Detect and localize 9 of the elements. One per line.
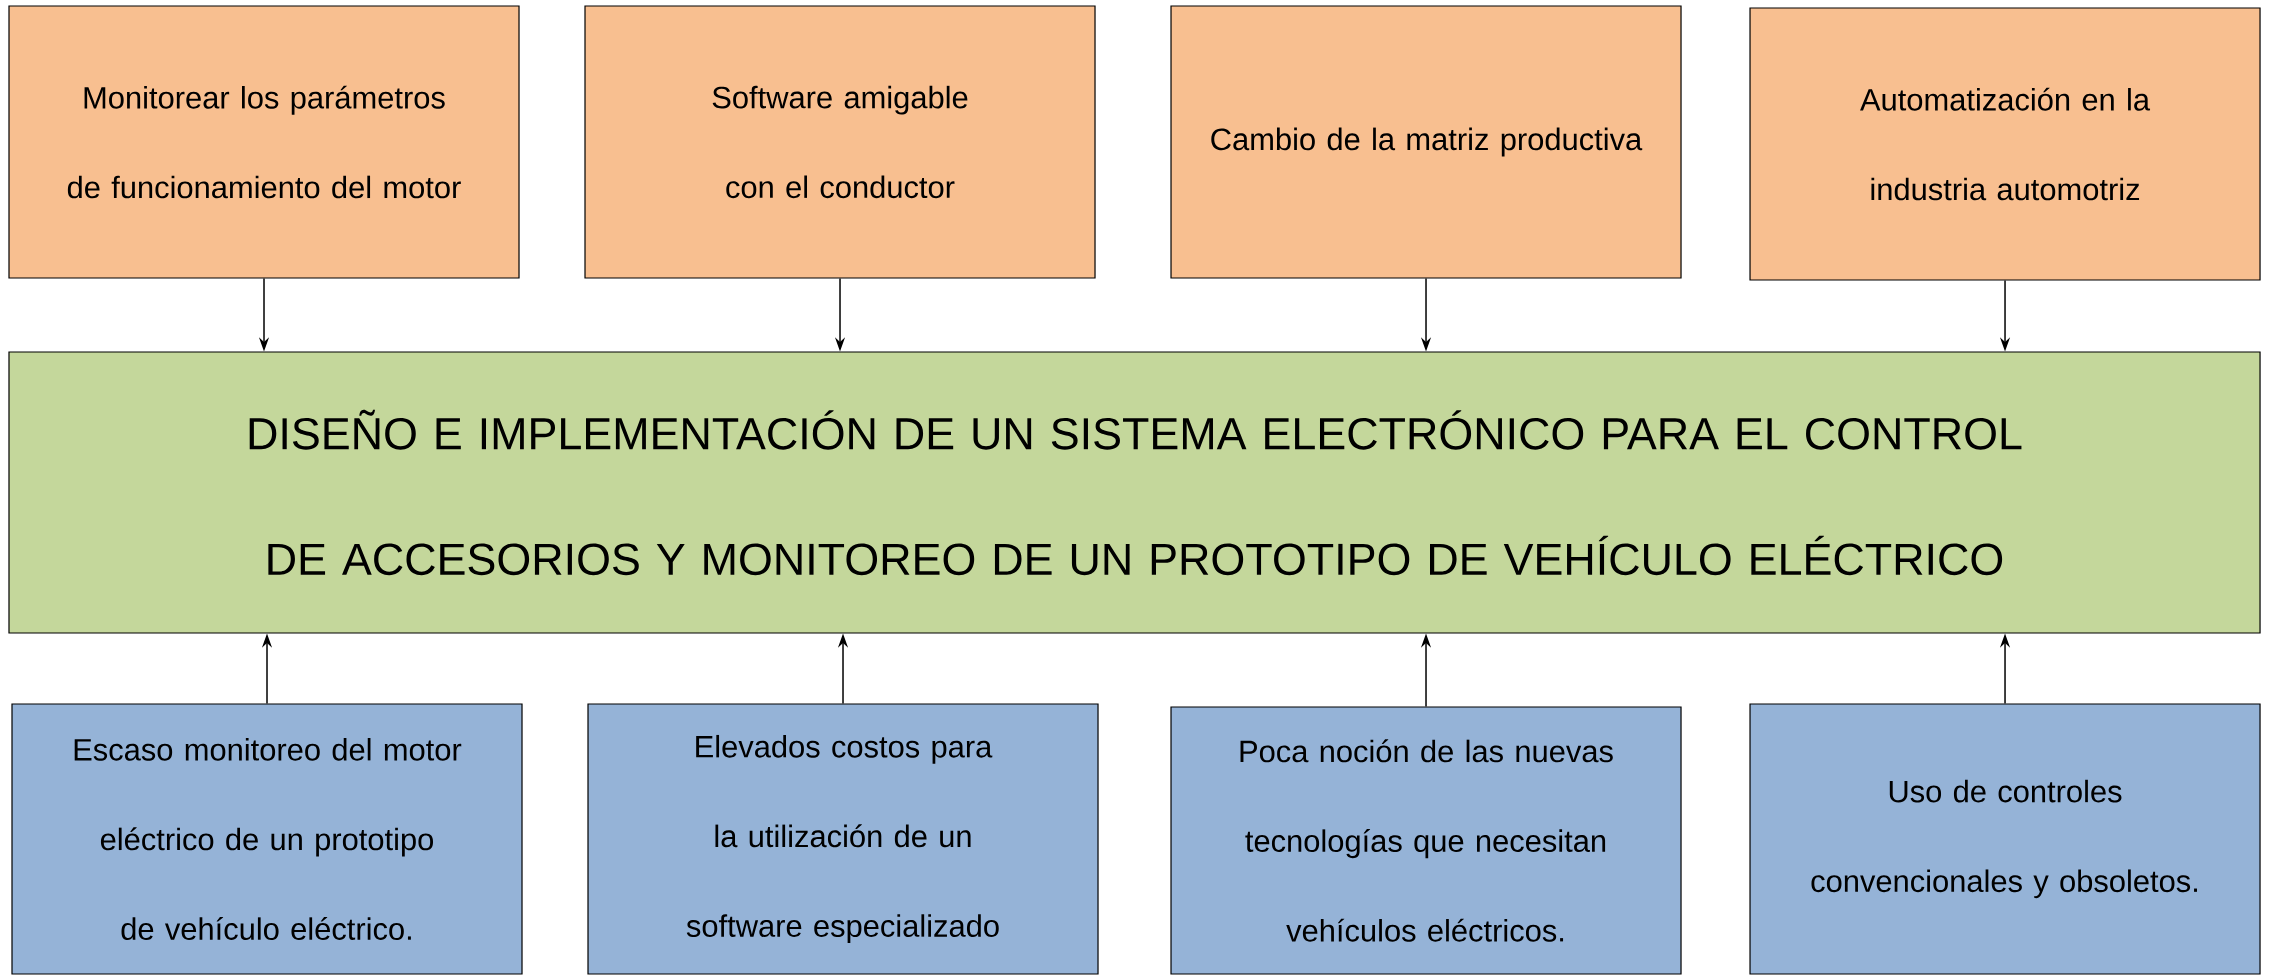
cause-box: Uso de controles convencionales y obsoletos.: [1749, 703, 2261, 975]
effect-box: Software amigable con el conductor: [584, 5, 1096, 279]
effect-box: Automatización en la industria automotriz: [1749, 7, 2261, 281]
cause-box: Elevados costos para la utilización de un software especializado: [587, 703, 1099, 975]
title-box: DISEÑO E IMPLEMENTACIÓN DE UN SISTEMA ELECTRÓNICO PARA EL CONTROL DE ACCESORIOS Y MONITOREO DE UN PROTOTIPO DE VEHÍCULO ELÉCTRICO: [8, 351, 2261, 634]
cause-box: Poca noción de las nuevas tecnologías que necesitan vehículos eléctricos.: [1170, 706, 1682, 975]
effect-box: Monitorear los parámetros de funcionamiento del motor: [8, 5, 520, 279]
cause-box: Escaso monitoreo del motor eléctrico de un prototipo de vehículo eléctrico.: [11, 703, 523, 975]
effect-box: Cambio de la matriz productiva: [1170, 5, 1682, 279]
